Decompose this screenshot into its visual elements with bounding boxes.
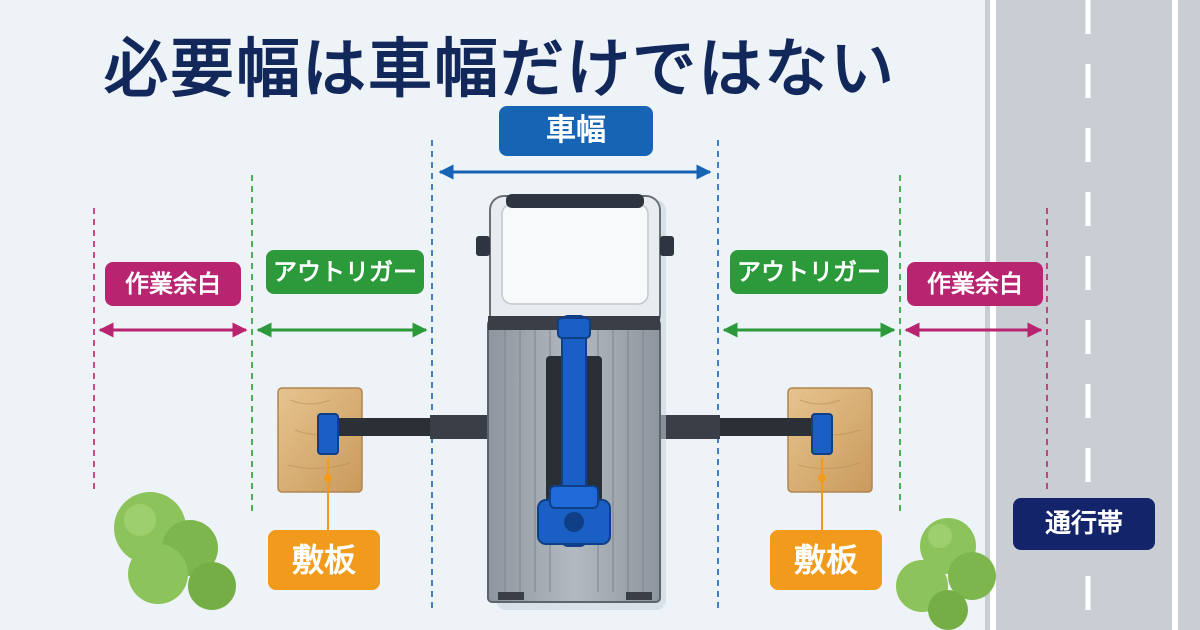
crane-icon bbox=[537, 315, 611, 547]
plate-right-label: 敷板 bbox=[770, 530, 882, 590]
vehicle-width-label: 車幅 bbox=[499, 106, 653, 156]
work-margin-right-label: 作業余白 bbox=[907, 262, 1043, 306]
boundary-lines bbox=[93, 140, 1048, 612]
traffic-lane-label: 通行帯 bbox=[1013, 498, 1155, 550]
tree-icon bbox=[114, 492, 996, 630]
page-title: 必要幅は車幅だけではない bbox=[104, 33, 896, 107]
plate-left-label: 敷板 bbox=[268, 530, 380, 590]
outrigger-beams bbox=[317, 413, 833, 482]
work-margin-left-label: 作業余白 bbox=[105, 262, 241, 306]
outrigger-left-label: アウトリガー bbox=[266, 250, 424, 294]
outrigger-right-label: アウトリガー bbox=[730, 250, 888, 294]
